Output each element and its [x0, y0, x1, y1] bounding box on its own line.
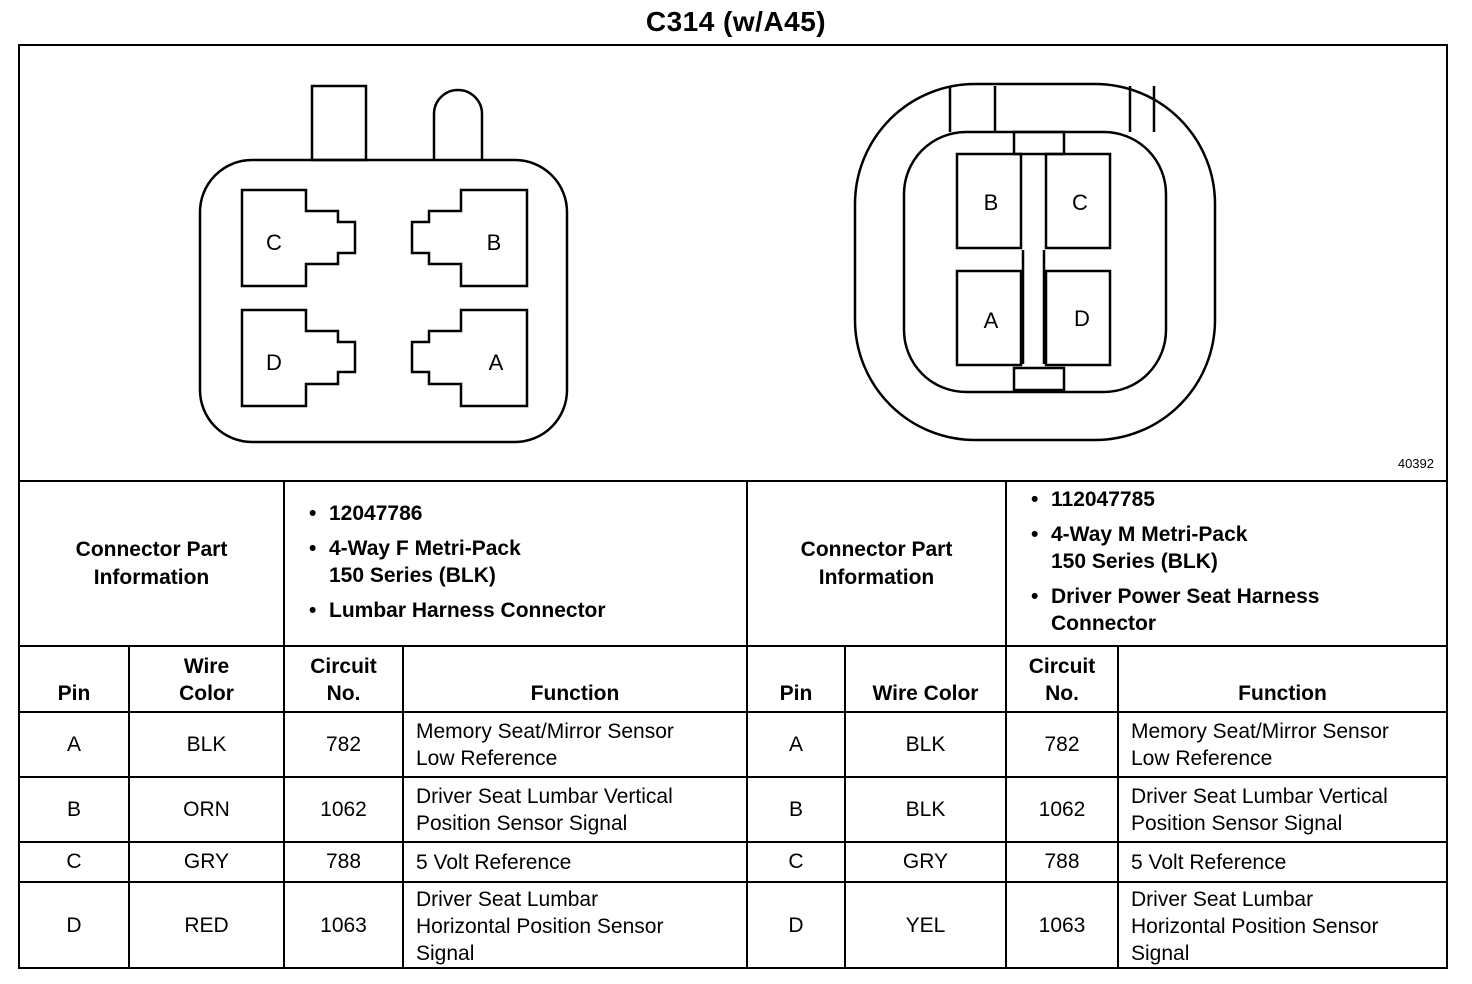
female-pin-label-top-left: C — [266, 230, 282, 255]
left-header-wire-color: Wire Color — [128, 645, 285, 713]
female-pin-label-bottom-left: D — [266, 350, 282, 375]
female-connector-drawing — [198, 84, 569, 444]
male-pin-label-top-right: C — [1072, 190, 1088, 215]
left-circuit: 788 — [283, 841, 404, 883]
male-connector-drawing — [853, 82, 1217, 442]
connector-part-info-row: Connector Part Information 12047786 4-Wa… — [20, 480, 1446, 647]
left-circuit: 1063 — [283, 881, 404, 969]
right-pin: C — [746, 841, 846, 883]
left-function: Driver Seat Lumbar Vertical Position Sen… — [402, 776, 748, 843]
left-header-pin: Pin — [20, 645, 130, 713]
right-cpi-part-number: 112047785 — [1031, 486, 1446, 513]
right-header-circuit: Circuit No. — [1005, 645, 1119, 713]
connector-drawings: C B D A B C A D — [198, 82, 1217, 444]
right-circuit: 782 — [1005, 711, 1119, 778]
left-header-function: Function — [402, 645, 748, 713]
left-wire-color: BLK — [128, 711, 285, 778]
left-circuit: 782 — [283, 711, 404, 778]
right-header-pin: Pin — [746, 645, 846, 713]
female-pin-label-bottom-right: A — [489, 350, 504, 375]
left-cpi-connector-type: 4-Way F Metri-Pack 150 Series (BLK) — [309, 535, 746, 589]
left-pin: A — [20, 711, 130, 778]
right-wire-color: YEL — [844, 881, 1007, 969]
table-row: B ORN 1062 Driver Seat Lumbar Vertical P… — [20, 776, 1446, 843]
right-function: Driver Seat Lumbar Horizontal Position S… — [1117, 881, 1446, 969]
right-header-function: Function — [1117, 645, 1446, 713]
right-header-wire-color: Wire Color — [844, 645, 1007, 713]
table-row: C GRY 788 5 Volt Reference C GRY 788 5 V… — [20, 841, 1446, 883]
left-circuit: 1062 — [283, 776, 404, 843]
left-function: Driver Seat Lumbar Horizontal Position S… — [402, 881, 748, 969]
table-row: D RED 1063 Driver Seat Lumbar Horizontal… — [20, 881, 1446, 969]
left-function: 5 Volt Reference — [402, 841, 748, 883]
right-pin: D — [746, 881, 846, 969]
right-function: 5 Volt Reference — [1117, 841, 1446, 883]
left-header-circuit: Circuit No. — [283, 645, 404, 713]
connector-diagram-area: C B D A B C A D 40392 — [20, 46, 1446, 480]
right-pin: B — [746, 776, 846, 843]
right-cpi-description: Driver Power Seat Harness Connector — [1031, 583, 1446, 637]
female-pin-label-top-right: B — [487, 230, 502, 255]
table-row: A BLK 782 Memory Seat/Mirror Sensor Low … — [20, 711, 1446, 778]
right-cpi-list: 112047785 4-Way M Metri-Pack 150 Series … — [1005, 480, 1446, 647]
right-function: Driver Seat Lumbar Vertical Position Sen… — [1117, 776, 1446, 843]
page-title: C314 (w/A45) — [645, 6, 827, 37]
right-circuit: 1063 — [1005, 881, 1119, 969]
right-pin: A — [746, 711, 846, 778]
left-function: Memory Seat/Mirror Sensor Low Reference — [402, 711, 748, 778]
male-pin-label-top-left: B — [984, 190, 999, 215]
figure-number: 40392 — [1397, 456, 1434, 471]
left-cpi-list: 12047786 4-Way F Metri-Pack 150 Series (… — [283, 480, 748, 647]
left-wire-color: RED — [128, 881, 285, 969]
right-wire-color: BLK — [844, 776, 1007, 843]
right-cpi-label: Connector Part Information — [746, 480, 1007, 647]
right-cpi-connector-type: 4-Way M Metri-Pack 150 Series (BLK) — [1031, 521, 1446, 575]
left-cpi-part-number: 12047786 — [309, 500, 746, 527]
right-wire-color: BLK — [844, 711, 1007, 778]
connector-info-table: Connector Part Information 12047786 4-Wa… — [20, 480, 1446, 969]
left-cpi-label: Connector Part Information — [20, 480, 285, 647]
right-circuit: 788 — [1005, 841, 1119, 883]
left-cpi-description: Lumbar Harness Connector — [309, 597, 746, 624]
right-function: Memory Seat/Mirror Sensor Low Reference — [1117, 711, 1446, 778]
male-pin-label-bottom-left: A — [984, 308, 999, 333]
left-pin: C — [20, 841, 130, 883]
left-pin: D — [20, 881, 130, 969]
connector-frame: C B D A B C A D 40392 Connector Part Inf… — [18, 44, 1448, 969]
right-wire-color: GRY — [844, 841, 1007, 883]
left-wire-color: GRY — [128, 841, 285, 883]
right-circuit: 1062 — [1005, 776, 1119, 843]
table-header-row: Pin Wire Color Circuit No. Function Pin … — [20, 645, 1446, 713]
left-pin: B — [20, 776, 130, 843]
left-wire-color: ORN — [128, 776, 285, 843]
male-pin-label-bottom-right: D — [1074, 306, 1090, 331]
